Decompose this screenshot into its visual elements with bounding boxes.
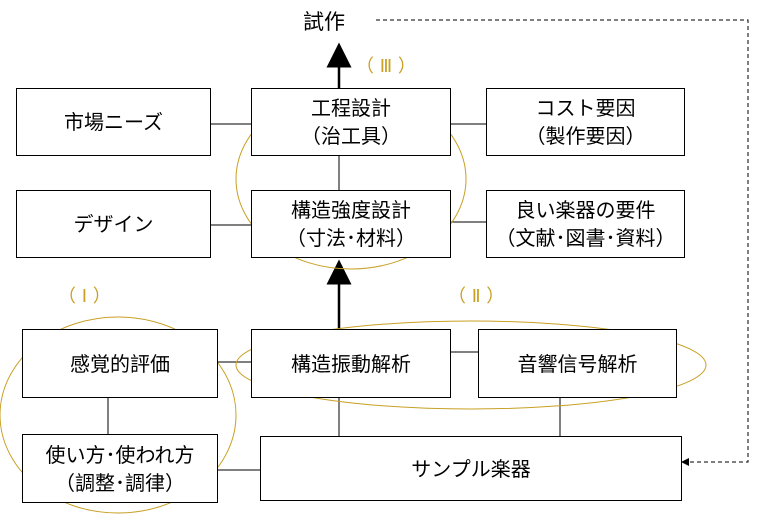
group-label-I: （ Ⅰ ） xyxy=(58,286,111,307)
box-usage-line2: （調整･調律） xyxy=(55,470,185,495)
group-label-II: （ Ⅱ ） xyxy=(448,286,505,307)
prototype-label: 試作 xyxy=(303,10,345,34)
box-process-design-line1: 工程設計 xyxy=(311,96,391,120)
box-acoustic-signal: 音響信号解析 xyxy=(478,329,677,398)
group-ellipse-I xyxy=(0,316,237,514)
box-process-design-line2: （治工具） xyxy=(301,124,401,148)
box-sample-instrument: サンプル楽器 xyxy=(260,436,682,501)
box-acoustic-signal-text: 音響信号解析 xyxy=(517,351,638,376)
box-good-instrument: 良い楽器の要件 （文献･図書･資料） xyxy=(486,190,685,258)
group-label-III: （ Ⅲ ） xyxy=(356,56,416,77)
box-sample-instrument-text: サンプル楽器 xyxy=(411,456,531,481)
box-process-design: 工程設計 （治工具） xyxy=(251,88,451,156)
box-usage-line1: 使い方･使われ方 xyxy=(45,442,195,467)
box-good-instrument-line1: 良い楽器の要件 xyxy=(515,198,656,222)
box-design-text: デザイン xyxy=(73,212,154,236)
box-structural-strength-line1: 構造強度設計 xyxy=(291,198,411,222)
dashed-feedback-line xyxy=(376,19,749,466)
box-sensory-eval-text: 感覚的評価 xyxy=(70,351,170,376)
box-structural-strength: 構造強度設計 （寸法･材料） xyxy=(251,190,451,258)
box-cost-factors: コスト要因 （製作要因） xyxy=(486,88,685,156)
box-market-needs-text: 市場ニーズ xyxy=(64,110,163,134)
group-ellipse-II xyxy=(235,320,707,410)
box-sensory-eval: 感覚的評価 xyxy=(22,329,218,398)
box-cost-factors-line1: コスト要因 xyxy=(535,96,636,120)
box-structural-strength-line2: （寸法･材料） xyxy=(286,226,416,250)
box-market-needs: 市場ニーズ xyxy=(16,88,211,156)
box-structural-vibration-text: 構造振動解析 xyxy=(291,351,411,376)
box-good-instrument-line2: （文献･図書･資料） xyxy=(495,226,676,250)
box-design: デザイン xyxy=(16,190,211,258)
box-usage: 使い方･使われ方 （調整･調律） xyxy=(22,434,218,503)
box-structural-vibration: 構造振動解析 xyxy=(251,329,451,398)
box-cost-factors-line2: （製作要因） xyxy=(525,124,646,148)
